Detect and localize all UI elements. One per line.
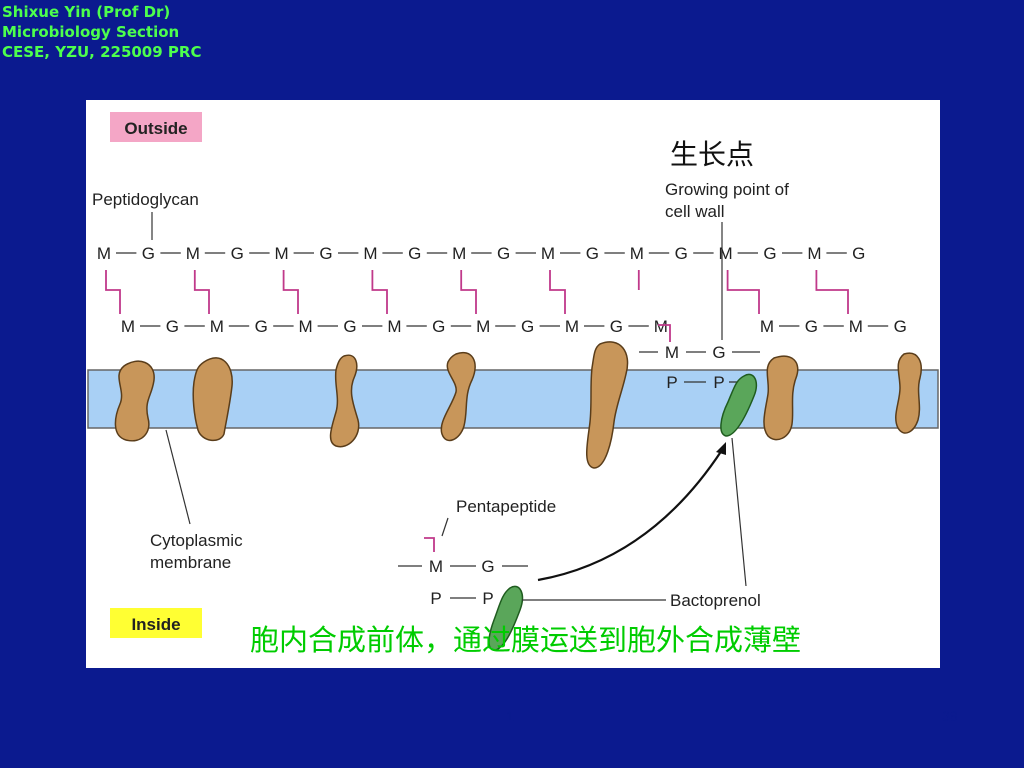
glycan-m: M <box>186 244 200 263</box>
growing-m: M <box>665 343 679 362</box>
glycan-m: M <box>97 244 111 263</box>
inside-box <box>110 608 202 638</box>
pentapeptide-label: Pentapeptide <box>456 497 556 516</box>
glycan-g: G <box>166 317 179 336</box>
glycan-g: G <box>497 244 510 263</box>
growing-point-label-2: cell wall <box>665 202 725 221</box>
growing-p2: P <box>713 373 724 392</box>
glycan-m: M <box>363 244 377 263</box>
growing-p1: P <box>666 373 677 392</box>
glycan-m: M <box>299 317 313 336</box>
peptide-crosslink <box>460 270 477 314</box>
cytoplasmic-label-1: Cytoplasmic <box>150 531 243 550</box>
glycan-g: G <box>408 244 421 263</box>
glycan-m: M <box>121 317 135 336</box>
peptide-crosslink <box>371 270 388 314</box>
glycan-m: M <box>476 317 490 336</box>
glycan-g: G <box>610 317 623 336</box>
glycan-g: G <box>343 317 356 336</box>
glycan-g: G <box>432 317 445 336</box>
author-header: Shixue Yin (Prof Dr) Microbiology Sectio… <box>2 2 201 62</box>
precursor-m: M <box>429 557 443 576</box>
page-number-left: 1 <box>506 708 514 724</box>
membrane-protein-7 <box>895 352 922 434</box>
glycan-g: G <box>255 317 268 336</box>
glycan-m: M <box>275 244 289 263</box>
peptidoglycan-label: Peptidoglycan <box>92 190 199 209</box>
glycan-m: M <box>630 244 644 263</box>
glycan-m: M <box>387 317 401 336</box>
bactoprenol-cytoplasm <box>488 585 524 651</box>
membrane-protein-4 <box>440 351 476 442</box>
glycan-m: M <box>760 317 774 336</box>
precursor-p1: P <box>430 589 441 608</box>
precursor-g: G <box>481 557 494 576</box>
peptide-crosslink <box>549 270 566 314</box>
glycan-m: M <box>210 317 224 336</box>
glycan-m: M <box>849 317 863 336</box>
glycan-g: G <box>142 244 155 263</box>
transport-arrowhead <box>716 442 726 455</box>
membrane-protein-3 <box>329 354 360 448</box>
caption-chinese: 胞内合成前体，通过膜运送到胞外合成薄壁 <box>250 623 801 657</box>
page-number-right: 38 <box>942 708 958 724</box>
outside-label: Outside <box>124 119 187 138</box>
peptide-crosslinks <box>105 270 849 314</box>
inside-label: Inside <box>131 615 180 634</box>
glycan-m: M <box>654 317 668 336</box>
peptide-crosslink <box>282 270 299 314</box>
membrane-protein-2 <box>192 357 233 442</box>
bactoprenol-pointer-upper <box>731 437 747 587</box>
membrane-protein-6 <box>763 355 799 441</box>
glycan-g: G <box>586 244 599 263</box>
glycan-m: M <box>807 244 821 263</box>
glycan-g: G <box>319 244 332 263</box>
peptidoglycan-synthesis-figure: Outside Inside Peptidoglycan 生长点 Growing… <box>86 100 940 668</box>
glycan-m: M <box>565 317 579 336</box>
transport-arrow <box>537 449 723 582</box>
precursor-p2: P <box>482 589 493 608</box>
glycan-g: G <box>521 317 534 336</box>
peptide-crosslink <box>105 270 121 314</box>
membrane-proteins <box>114 341 922 469</box>
glycan-g: G <box>852 244 865 263</box>
glycan-g: G <box>805 317 818 336</box>
glycan-g: G <box>763 244 776 263</box>
peptide-crosslink <box>193 270 210 314</box>
growing-point-label-1: Growing point of <box>665 180 789 199</box>
growing-point-unit: M G P P <box>639 324 760 392</box>
peptide-crosslink <box>815 270 849 314</box>
author-section: Microbiology Section <box>2 23 180 41</box>
diagram-canvas: Outside Inside Peptidoglycan 生长点 Growing… <box>87 112 939 657</box>
author-affiliation: CESE, YZU, 225009 PRC <box>2 43 202 61</box>
glycan-m: M <box>719 244 733 263</box>
author-name: Shixue Yin (Prof Dr) <box>2 3 171 21</box>
bactoprenol-label: Bactoprenol <box>670 591 761 610</box>
outside-box <box>110 112 202 142</box>
cytoplasmic-label-2: membrane <box>150 553 231 572</box>
glycan-g: G <box>894 317 907 336</box>
peptide-crosslink <box>726 270 760 314</box>
growing-point-cn: 生长点 <box>670 138 754 171</box>
glycan-m: M <box>452 244 466 263</box>
glycan-g: G <box>675 244 688 263</box>
pentapeptide-stub <box>424 537 435 552</box>
pentapeptide-pointer <box>441 517 449 537</box>
cytoplasmic-pointer <box>165 429 191 525</box>
membrane-protein-5 <box>586 341 629 469</box>
bactoprenol-membrane <box>720 373 758 437</box>
growing-g: G <box>712 343 725 362</box>
membrane-protein-1 <box>114 360 155 442</box>
glycan-m: M <box>541 244 555 263</box>
glycan-g: G <box>231 244 244 263</box>
